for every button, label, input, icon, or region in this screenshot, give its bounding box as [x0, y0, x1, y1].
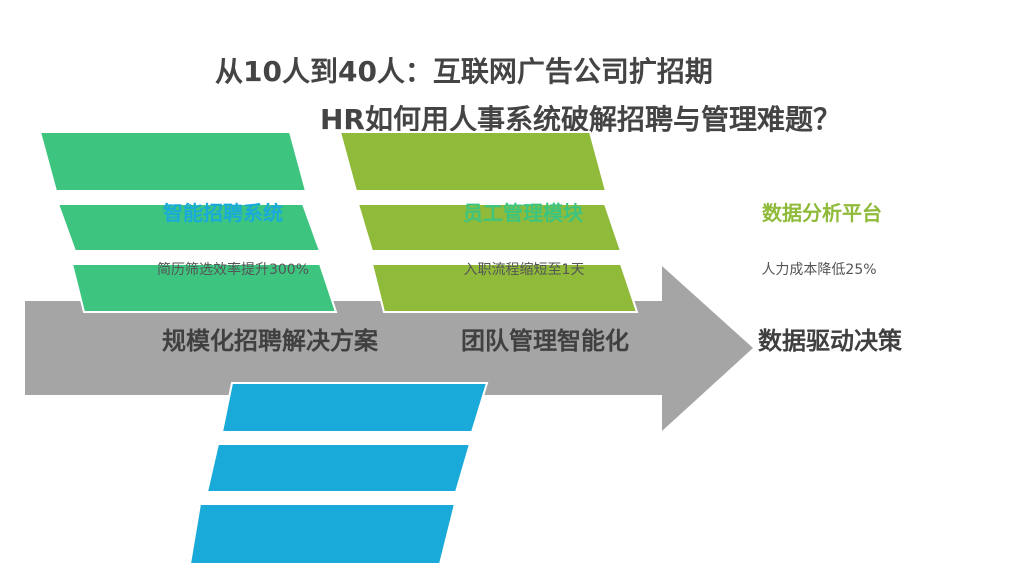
module-heading-recruiting: 智能招聘系统 [163, 201, 283, 225]
stripe-olive-2 [356, 203, 623, 252]
module-detail-recruiting: 简历筛选效率提升300% [156, 262, 310, 278]
module-heading-analytics: 数据分析平台 [762, 201, 882, 225]
stage-label-data: 数据驱动决策 [758, 327, 902, 355]
title-line-1: 从10人到40人：互联网广告公司扩招期 [215, 55, 713, 88]
stage-label-recruiting: 规模化招聘解决方案 [162, 327, 378, 355]
title-line-2: HR如何用人事系统破解招聘与管理难题？ [320, 103, 841, 136]
stripe-stack-blue [188, 382, 489, 565]
stripe-green-3 [70, 263, 338, 313]
stripe-olive-1 [338, 131, 608, 192]
module-detail-analytics: 人力成本降低25% [761, 262, 877, 278]
stripe-green-2 [56, 203, 322, 252]
stripe-stack-green [38, 131, 338, 313]
stripe-green-1 [38, 131, 308, 192]
module-heading-employee: 员工管理模块 [463, 201, 583, 225]
stripe-blue-1 [220, 382, 489, 433]
stripe-blue-2 [205, 443, 472, 493]
stripe-blue-3 [188, 503, 457, 565]
stripe-olive-3 [370, 263, 639, 313]
module-detail-employee: 入职流程缩短至1天 [463, 262, 585, 278]
stage-label-management: 团队管理智能化 [461, 327, 629, 355]
stripe-stack-olive [338, 131, 639, 313]
